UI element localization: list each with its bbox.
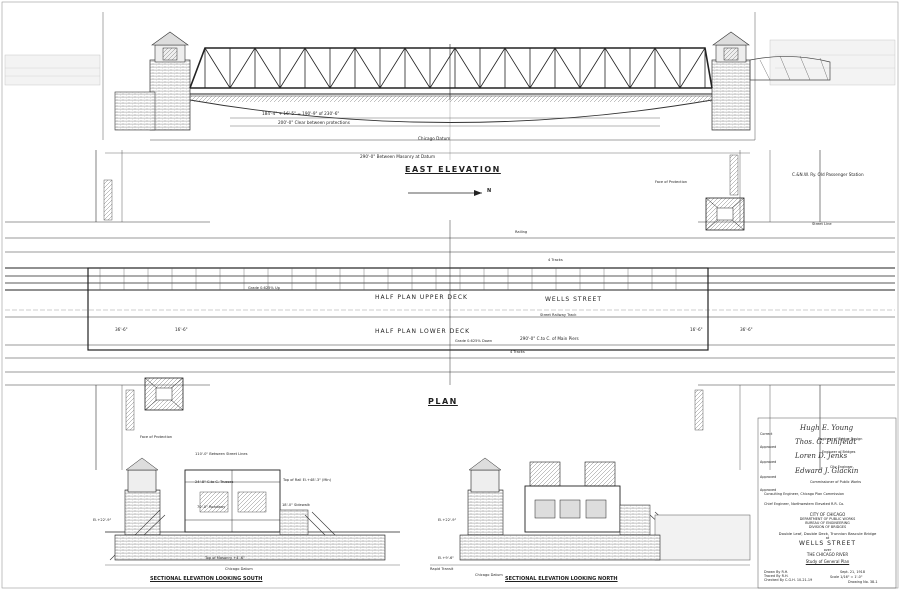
plan-view [5, 150, 895, 470]
dim-16b: 16'-6" [690, 327, 703, 332]
south-dim: 110'-0" Between Street Lines [195, 452, 248, 456]
half-plan-lower: HALF PLAN LOWER DECK [375, 328, 471, 335]
street-line-label: Street Line [812, 222, 832, 226]
signature-4: Edward J. Glackin [795, 467, 859, 475]
rapid-transit: Rapid Transit [430, 567, 454, 571]
right-bridge-tower [711, 31, 751, 131]
division-label: DIVISION OF BRIDGES [808, 525, 847, 529]
bridge-truss [189, 44, 713, 100]
dim-truss-span: 184'-4" + 16'-5" = 190'-9" of 230'-6" [262, 111, 340, 116]
dept-label: DEPARTMENT OF PUBLIC WORKS [799, 517, 856, 521]
drawn-by: Drawn By R.H. [764, 570, 789, 574]
pier-house-north-west [144, 377, 184, 411]
traced-by: Traced By R.H. [764, 574, 789, 578]
sheet-title: Study of General Plan [805, 559, 850, 564]
signature-3: Loren D. Jenks [795, 452, 848, 460]
role-1: Engineer of Bridge Design [818, 437, 863, 441]
drawing-number: Drawing No. 38-1 [848, 580, 878, 584]
approved-1: Approved [760, 445, 777, 449]
approved-2: Approved [760, 460, 777, 464]
elev-1: El.+22'-9" [93, 518, 112, 522]
bridge-type: Double Leaf, Double Deck, Trunnion Bascu… [778, 531, 877, 536]
signature-1: Hugh E. Young [800, 424, 854, 432]
elev-3: El.+9'-6" [438, 556, 454, 560]
dim-18: 18'-0" Sidewalk [282, 503, 310, 507]
checked-by: Checked By C.G.H. 10-21-19 [764, 578, 813, 582]
dim-16: 16'-6" [175, 327, 188, 332]
chief-label: Chief Engineer, Northwestern Elevated R.… [764, 502, 845, 506]
title-street: WELLS STREET [798, 540, 856, 547]
plan-title: PLAN [428, 397, 458, 406]
correct-label: Correct [760, 432, 773, 436]
elev-2: El.+22'-9" [438, 518, 457, 522]
role-4: Commissioner of Public Works [810, 480, 862, 484]
role-3: City Engineer [830, 465, 853, 469]
date-label: Sept. 21, 1918 [840, 570, 865, 574]
approved-4: Approved [760, 488, 777, 492]
consult-label: Consulting Engineer, Chicago Plan Commis… [764, 492, 845, 496]
dim-24: 24'-8" C.to C. Trusses [195, 480, 234, 484]
approved-3: Approved [760, 475, 777, 479]
north-datum: Chicago Datum [475, 573, 503, 577]
railing-label: Railing [515, 230, 528, 234]
city-label: CITY OF CHICAGO [809, 512, 846, 517]
top-masonry: Top of Masonry +4'-6" [205, 556, 245, 560]
east-elevation-title: EAST ELEVATION [405, 165, 501, 174]
half-plan-upper: HALF PLAN UPPER DECK [375, 294, 468, 301]
section-looking-north [430, 457, 751, 566]
span-note: 290'-0" C.to C. of Main Piers [520, 336, 579, 341]
role-2: Engineer of Bridges [822, 450, 856, 454]
bureau-label: BUREAU OF ENGINEERING [805, 521, 850, 525]
dim-36: 36'-6" [115, 327, 128, 332]
section-looking-south [105, 457, 400, 566]
north-section-title: SECTIONAL ELEVATION LOOKING NORTH [505, 576, 618, 582]
dim-70: 70'-0" Roadway [197, 505, 226, 509]
upper-grade: Grade 0.625% Up [248, 286, 280, 290]
river-label: THE CHICAGO RIVER [806, 552, 849, 557]
at-label: at [825, 536, 830, 540]
section-datum: Chicago Datum [225, 567, 253, 571]
dim-masonry: 290'-0" Between Masonry at Datum [360, 154, 436, 159]
face-protection-bottom: Face of Protection [140, 435, 173, 439]
north-label: N [487, 188, 492, 194]
face-protection-top: Face of Protection [655, 180, 688, 184]
east-elevation [4, 12, 896, 160]
railway-track-label: Street Railway Track [540, 313, 577, 317]
south-section-title: SECTIONAL ELEVATION LOOKING SOUTH [150, 576, 263, 582]
elevation-datum: Chicago Datum [418, 136, 451, 141]
over-label: over [823, 548, 832, 552]
left-bridge-tower [114, 31, 191, 131]
pier-house-south-east [705, 197, 745, 231]
tracks-top: 4 Tracks [548, 258, 563, 262]
lower-grade: Grade 0.625% Down [455, 339, 493, 343]
old-station-label: C.&N.W. Ry. Old Passenger Station [792, 172, 864, 177]
street-name-plan: WELLS STREET [545, 296, 603, 303]
dim-36b: 36'-6" [740, 327, 753, 332]
title-block: Correct Hugh E. Young Engineer of Bridge… [760, 420, 895, 588]
signature-2: Thos. G. Pihlfeldt [795, 438, 857, 446]
scale-label: Scale 1/16" = 1'-0" [830, 575, 863, 579]
tracks-bottom: 4 Tracks [510, 350, 525, 354]
north-arrow-icon [408, 190, 482, 196]
top-of-rail: Top of Rail El.+48'-3" (Min) [283, 478, 332, 482]
dim-clear-span: 200'-0" Clear between protections [278, 120, 350, 125]
